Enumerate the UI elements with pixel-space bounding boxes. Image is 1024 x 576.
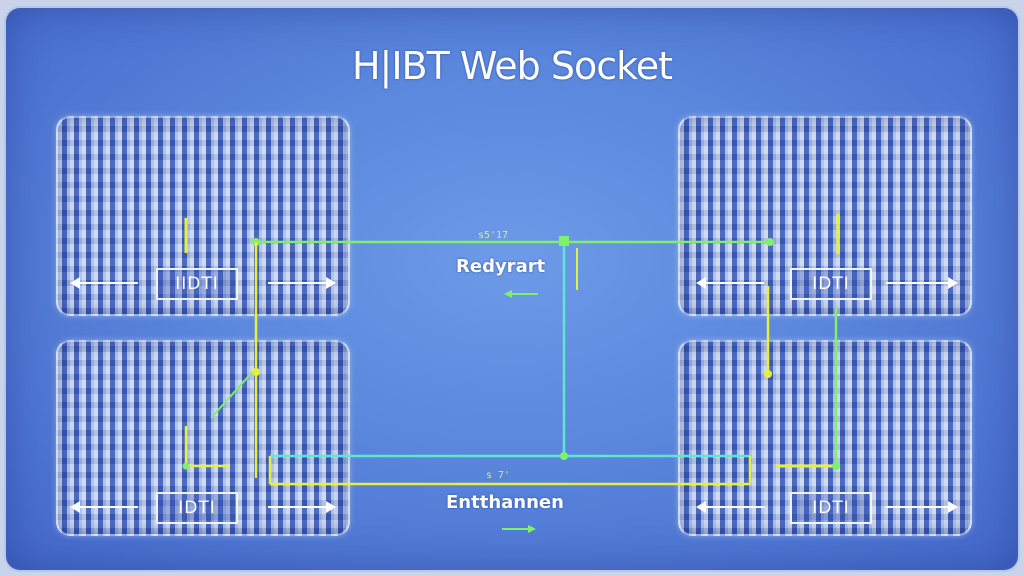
left-arrow — [70, 277, 138, 289]
right-arrow — [886, 277, 958, 289]
right-inner-node — [764, 370, 772, 378]
top-small-arrowhead — [504, 290, 512, 298]
right-arrow — [886, 501, 958, 513]
diagram-frame: H|IBT Web Socket IIDTI IDTI IDTI IDTI — [6, 8, 1018, 570]
panel-bottom-left: IDTI — [56, 340, 350, 536]
panel-label: IDTI — [156, 492, 238, 524]
top-right-node — [766, 238, 774, 246]
connection-wires — [182, 214, 840, 533]
br-node — [832, 462, 840, 470]
panel-label: IIDTI — [156, 268, 238, 300]
left-arrow — [696, 277, 764, 289]
left-diagonal-line — [210, 367, 257, 419]
bottom-small-label: s 7' — [486, 470, 511, 481]
left-mid-node — [252, 368, 260, 376]
panel-top-left: IIDTI — [56, 116, 350, 316]
right-arrow — [268, 277, 336, 289]
top-small-label: s5'17 — [478, 230, 509, 241]
top-connection-label: Redyrart — [456, 256, 546, 277]
panel-bottom-right: IDTI — [678, 340, 972, 536]
bl-node — [182, 462, 190, 470]
left-arrow — [696, 501, 764, 513]
panel-label: IDTI — [790, 492, 872, 524]
diagram-title: H|IBT Web Socket — [351, 44, 673, 88]
panel-label: IDTI — [790, 268, 872, 300]
bottom-small-arrowhead — [528, 525, 536, 533]
panel-top-right: IDTI — [678, 116, 972, 316]
left-arrow — [70, 501, 138, 513]
right-arrow — [268, 501, 336, 513]
bottom-connection-label: Entthannen — [446, 492, 564, 513]
top-center-node — [559, 236, 569, 246]
bottom-center-node — [560, 452, 568, 460]
